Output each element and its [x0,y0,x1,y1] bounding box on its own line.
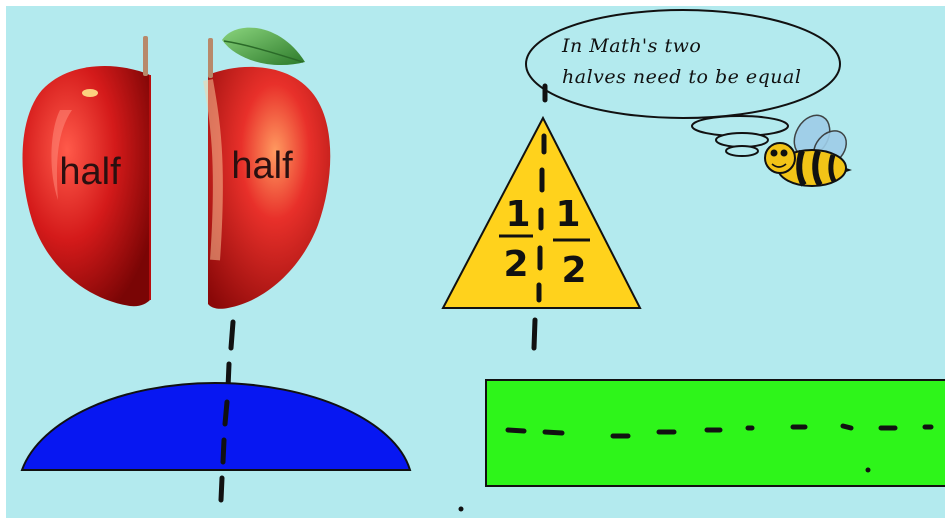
thought-line-1: In Math's two [561,35,701,57]
apple-left-half [22,36,151,307]
apple-right-label: half [231,145,293,187]
blue-semicircle [20,381,412,471]
stem-icon [143,36,148,76]
bee-icon [764,114,852,187]
thought-line-2: halves need to be equal [562,66,801,88]
semicircle-cut-line [220,399,230,465]
svg-text:2: 2 [561,250,586,291]
stray-dot [865,467,871,473]
fraction-left: 1 2 [499,194,533,285]
apple-left-label: half [59,151,121,193]
stray-dot [458,506,464,512]
stem-icon [208,38,213,78]
rectangle-cut-line [505,423,934,439]
triangle-cut-line [531,83,548,351]
thought-bubble: In Math's two halves need to be equal [525,9,841,157]
svg-text:1: 1 [505,194,530,235]
svg-text:2: 2 [503,244,528,285]
svg-text:1: 1 [555,194,580,235]
fraction-right: 1 2 [553,194,590,291]
slide-canvas: half half In Math's two halves need to b… [6,6,945,518]
apple-right-half [203,27,331,309]
